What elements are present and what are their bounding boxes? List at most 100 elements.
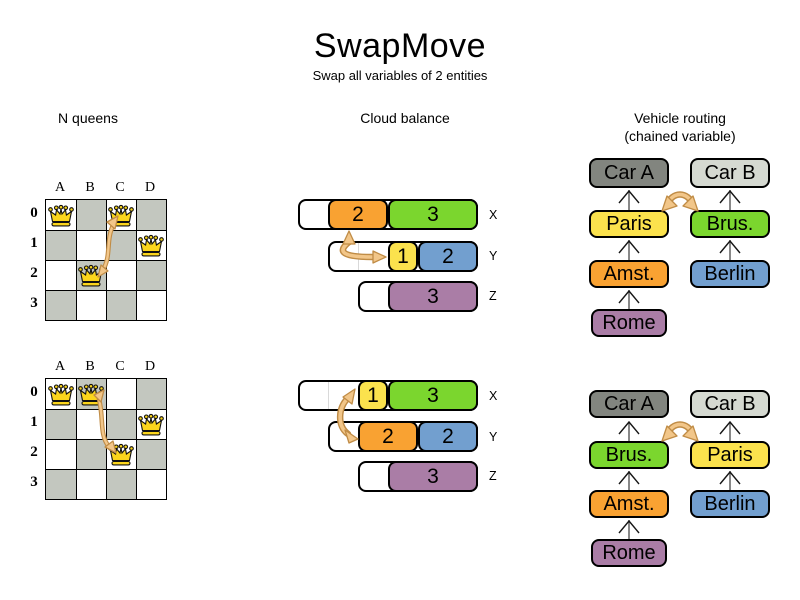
col-header: C	[115, 180, 125, 195]
col-header: B	[85, 359, 95, 374]
vr-box-berlin: Berlin	[690, 490, 770, 518]
section-title-nqueens: N queens	[58, 110, 118, 126]
process-block: 2	[328, 199, 388, 230]
swap-arrow-icon	[661, 421, 699, 442]
vr-box-car-a: Car A	[589, 390, 669, 418]
queen-icon	[47, 203, 75, 229]
process-value: 3	[427, 464, 439, 488]
board-cell	[106, 409, 136, 439]
vr-label: Paris	[707, 443, 753, 466]
vr-box-car-b: Car B	[690, 158, 770, 188]
chessboard-before	[45, 199, 167, 321]
board-cell	[136, 439, 166, 469]
computer-row-y: 2 2	[328, 421, 478, 452]
vr-label: Rome	[602, 541, 656, 564]
board-cell	[46, 409, 76, 439]
queen-icon	[77, 382, 105, 408]
board-cell	[76, 439, 106, 469]
board-cell	[106, 290, 136, 320]
computer-label-x: X	[489, 389, 498, 403]
swap-arrow-icon	[661, 191, 699, 212]
board-column-headers: A B C D	[45, 359, 165, 375]
section-title-cloud: Cloud balance	[360, 110, 450, 126]
col-header: B	[85, 180, 95, 195]
queen-icon	[107, 442, 135, 468]
vr-label: Berlin	[704, 492, 756, 515]
vr-label: Car A	[603, 161, 655, 184]
board-cell	[106, 469, 136, 499]
process-value: 1	[367, 383, 379, 407]
vr-box-berlin: Berlin	[690, 260, 770, 288]
row-header: 1	[30, 414, 38, 430]
computer-row-x: 1 3	[298, 380, 478, 411]
board-cell	[136, 379, 166, 409]
process-value: 2	[352, 202, 364, 226]
queen-icon	[77, 263, 105, 289]
computer-label-z: Z	[489, 469, 497, 483]
process-value: 3	[427, 202, 439, 226]
board-cell	[46, 230, 76, 260]
vr-label: Amst.	[603, 262, 655, 285]
vr-label: Berlin	[704, 262, 756, 285]
board-cell	[106, 230, 136, 260]
process-value: 2	[442, 244, 454, 268]
board-cell	[136, 260, 166, 290]
vr-box-brussels: Brus.	[690, 210, 770, 238]
computer-label-z: Z	[489, 289, 497, 303]
row-header: 3	[30, 474, 38, 490]
process-block: 1	[358, 380, 388, 411]
computer-row-z: 3	[358, 461, 478, 492]
vr-label: Rome	[602, 311, 656, 334]
col-header: C	[115, 359, 125, 374]
process-block: 2	[358, 421, 418, 452]
vr-label: Car B	[704, 392, 756, 415]
board-cell	[46, 469, 76, 499]
process-block: 2	[418, 421, 478, 452]
chessboard-after	[45, 378, 167, 500]
col-header: A	[54, 359, 66, 374]
process-block: 3	[388, 199, 478, 230]
process-value: 2	[382, 424, 394, 448]
col-header: D	[144, 180, 156, 195]
process-block: 1	[388, 241, 418, 272]
process-value: 1	[397, 244, 409, 268]
vr-label: Car A	[603, 392, 655, 415]
section-title-vr-line1: Vehicle routing	[634, 110, 726, 126]
computer-label-y: Y	[489, 249, 498, 263]
process-block: 3	[388, 461, 478, 492]
vr-box-paris: Paris	[589, 210, 669, 238]
vr-box-paris: Paris	[690, 441, 770, 469]
col-header: A	[54, 180, 66, 195]
board-cell	[136, 200, 166, 230]
computer-row-y: 1 2	[328, 241, 478, 272]
process-value: 2	[442, 424, 454, 448]
queen-icon	[137, 233, 165, 259]
vr-label: Paris	[606, 212, 652, 235]
row-header: 1	[30, 235, 38, 251]
row-header: 0	[30, 205, 38, 221]
queen-icon	[47, 382, 75, 408]
row-header: 3	[30, 295, 38, 311]
vr-label: Amst.	[603, 492, 655, 515]
board-cell	[76, 200, 106, 230]
vr-box-rome: Rome	[591, 539, 667, 567]
vr-box-rome: Rome	[591, 309, 667, 337]
queen-icon	[107, 203, 135, 229]
computer-row-z: 3	[358, 281, 478, 312]
page-title: SwapMove	[313, 27, 487, 65]
row-header: 0	[30, 384, 38, 400]
board-column-headers: A B C D	[45, 180, 165, 196]
chain-arrow-icon	[618, 420, 741, 539]
queen-icon	[137, 412, 165, 438]
vr-label: Brus.	[706, 212, 754, 235]
vr-box-car-b: Car B	[690, 390, 770, 418]
vr-box-car-a: Car A	[589, 158, 669, 188]
board-cell	[46, 290, 76, 320]
computer-label-y: Y	[489, 430, 498, 444]
computer-label-x: X	[489, 208, 498, 222]
process-value: 3	[427, 383, 439, 407]
chain-arrow-icon	[618, 189, 741, 309]
vr-label: Brus.	[605, 443, 653, 466]
process-value: 3	[427, 284, 439, 308]
